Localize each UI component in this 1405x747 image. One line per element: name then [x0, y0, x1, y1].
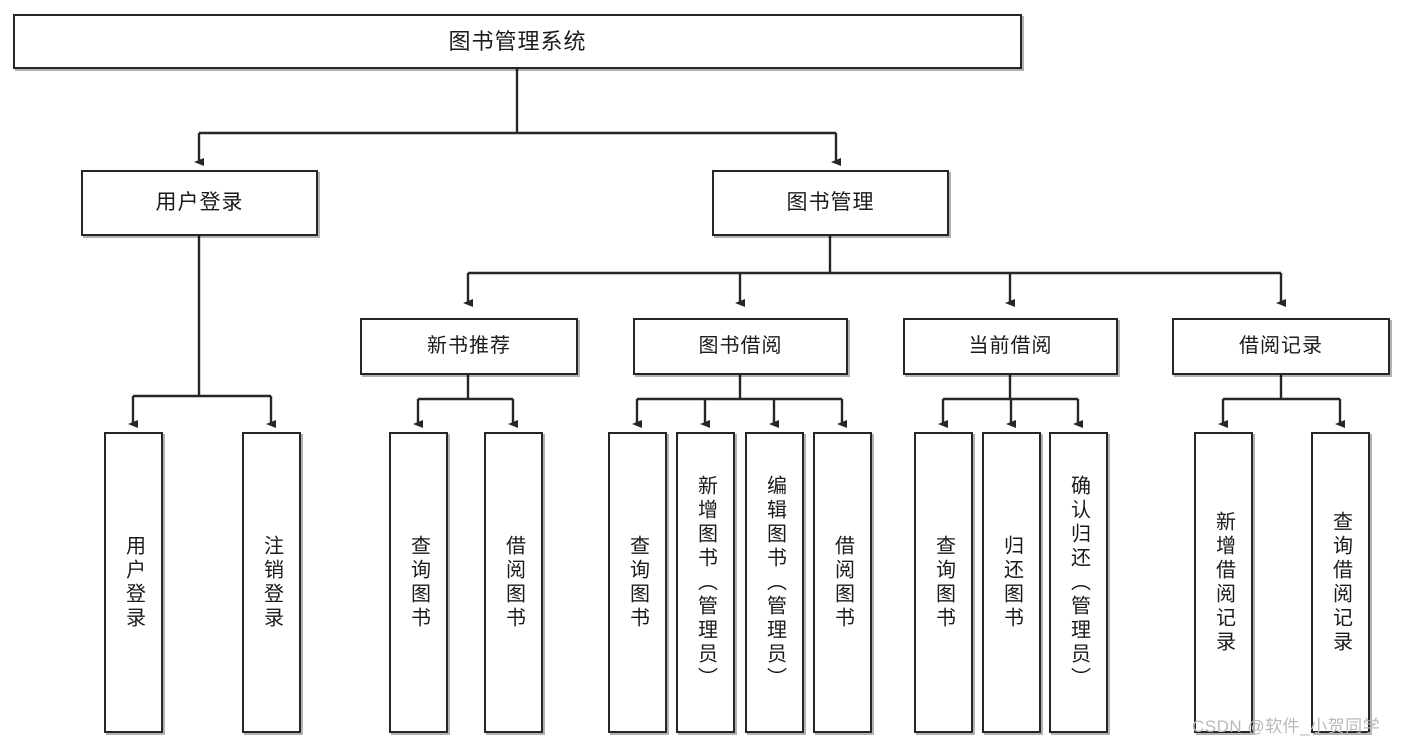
- leaf-query-borrow-record[interactable]: 查询借阅记录: [1311, 432, 1370, 733]
- node-label: 当前借阅: [968, 335, 1053, 357]
- leaf-query-book-recommend[interactable]: 查询图书: [389, 432, 448, 733]
- node-label: 查询图书: [407, 534, 430, 631]
- node-new-book-recommend[interactable]: 新书推荐: [360, 318, 578, 375]
- leaf-user-logout[interactable]: 注销登录: [242, 432, 301, 733]
- leaf-borrow-book-recommend[interactable]: 借阅图书: [484, 432, 543, 733]
- node-book-management[interactable]: 图书管理: [712, 170, 949, 236]
- leaf-borrow-book[interactable]: 借阅图书: [813, 432, 872, 733]
- node-label: 查询图书: [626, 534, 649, 631]
- node-book-borrow[interactable]: 图书借阅: [633, 318, 848, 375]
- node-label: 新增图书（管理员）: [694, 474, 717, 691]
- node-label: 确认归还（管理员）: [1067, 474, 1090, 691]
- leaf-user-login[interactable]: 用户登录: [104, 432, 163, 733]
- leaf-query-book-borrow[interactable]: 查询图书: [608, 432, 667, 733]
- node-label: 用户登录: [122, 534, 145, 631]
- node-root-system[interactable]: 图书管理系统: [13, 14, 1022, 69]
- leaf-add-book-admin[interactable]: 新增图书（管理员）: [676, 432, 735, 733]
- leaf-add-borrow-record[interactable]: 新增借阅记录: [1194, 432, 1253, 733]
- node-label: 新增借阅记录: [1212, 510, 1235, 655]
- node-label: 注销登录: [260, 534, 283, 631]
- node-label: 图书管理系统: [448, 28, 587, 54]
- node-label: 归还图书: [1000, 534, 1023, 631]
- leaf-edit-book-admin[interactable]: 编辑图书（管理员）: [745, 432, 804, 733]
- node-label: 借阅图书: [502, 534, 525, 631]
- node-label: 用户登录: [155, 190, 244, 214]
- csdn-watermark: CSDN @软件_小贺同学: [1192, 717, 1381, 736]
- node-label: 新书推荐: [427, 335, 511, 357]
- node-borrow-record[interactable]: 借阅记录: [1172, 318, 1390, 375]
- node-label: 编辑图书（管理员）: [763, 474, 786, 691]
- leaf-confirm-return-admin[interactable]: 确认归还（管理员）: [1049, 432, 1108, 733]
- node-label: 图书借阅: [698, 335, 783, 357]
- leaf-return-book[interactable]: 归还图书: [982, 432, 1041, 733]
- node-label: 借阅记录: [1239, 335, 1323, 357]
- node-label: 查询借阅记录: [1329, 510, 1352, 655]
- node-user-login[interactable]: 用户登录: [81, 170, 318, 236]
- node-label: 图书管理: [786, 190, 875, 214]
- node-label: 借阅图书: [831, 534, 854, 631]
- node-label: 查询图书: [932, 534, 955, 631]
- node-current-borrow[interactable]: 当前借阅: [903, 318, 1118, 375]
- leaf-query-book-current[interactable]: 查询图书: [914, 432, 973, 733]
